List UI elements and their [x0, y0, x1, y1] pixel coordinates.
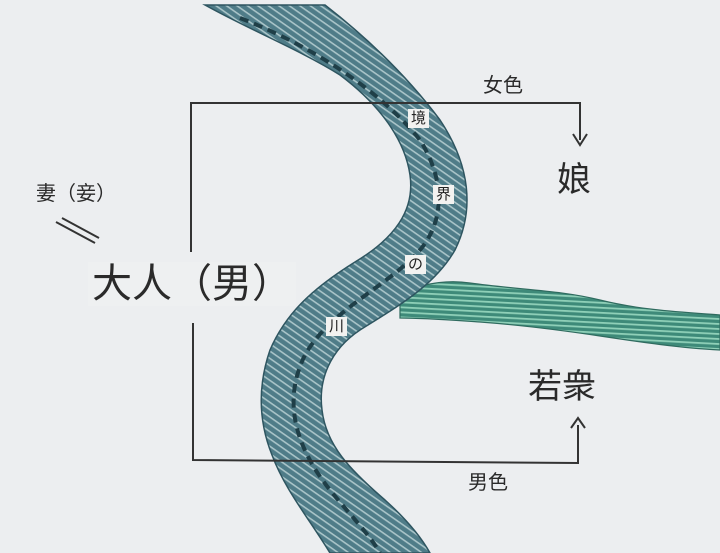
daughter-label: 娘	[557, 160, 591, 200]
river-label-1: 境	[408, 109, 430, 128]
youths-label: 若衆	[528, 367, 596, 407]
double-line-icon	[55, 217, 100, 244]
female-love-label: 女色	[483, 73, 523, 97]
male-love-line	[192, 323, 579, 465]
relationship-lines	[190, 102, 581, 465]
river-label-4: 川	[326, 317, 348, 336]
wife-label: 妻（妾）	[36, 181, 116, 205]
river-label-3: の	[405, 255, 427, 274]
boundary-river	[202, 4, 468, 553]
tributary-river	[399, 281, 720, 351]
adult-male-label: 大人（男）	[88, 262, 296, 306]
arrow-to-daughter	[572, 133, 588, 147]
arrow-to-youths	[570, 416, 586, 429]
male-love-label: 男色	[468, 470, 508, 494]
river-label-2: 界	[433, 185, 455, 204]
female-love-line	[190, 102, 581, 252]
river-centerline	[239, 16, 441, 553]
